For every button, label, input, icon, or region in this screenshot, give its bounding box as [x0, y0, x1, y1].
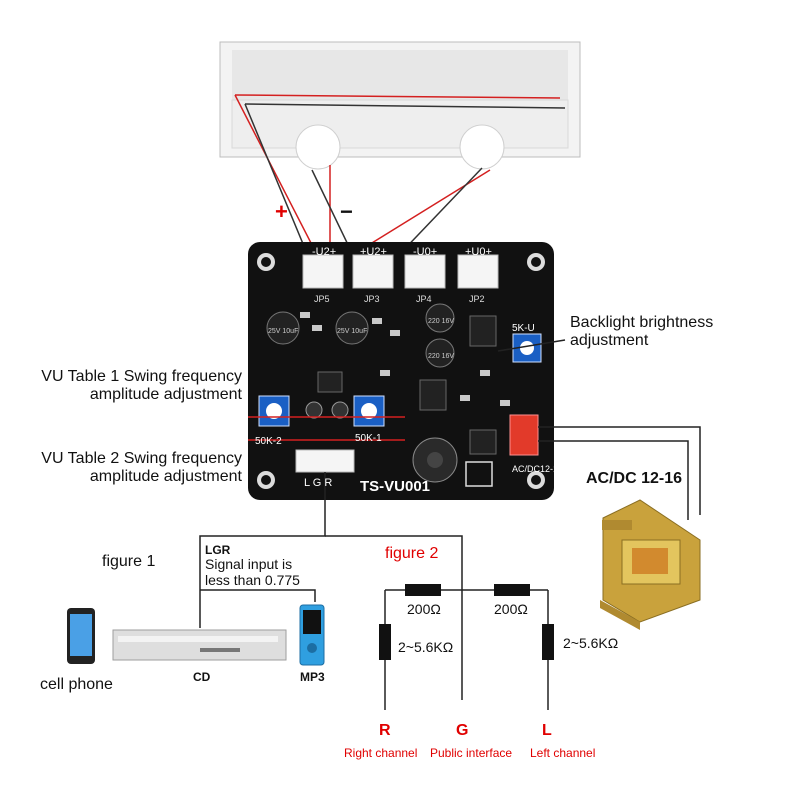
cell-phone-label: cell phone: [40, 676, 113, 693]
power-label: AC/DC 12-16: [586, 470, 683, 487]
cap-label-4: 220 16V: [428, 353, 455, 360]
resistor-series-label-2: 200Ω: [494, 601, 528, 617]
mp3-label: MP3: [300, 670, 325, 684]
cap-label-3: 220 16V: [428, 318, 455, 325]
power-wires: [538, 426, 701, 520]
connector-ref-1: JP5: [314, 294, 330, 304]
minus-sign: −: [340, 199, 353, 224]
input-wire: [199, 472, 463, 700]
vu1-label-line1: VU Table 1 Swing frequency: [41, 368, 242, 385]
pot-label-vu1: 50K-2: [255, 436, 282, 447]
resistor-200-left: [405, 584, 441, 596]
board-power-label: AC/DC12-16: [512, 464, 564, 474]
backlight-label-line2: adjustment: [570, 332, 649, 349]
cap-label-1: 25V 10uF: [268, 328, 299, 335]
figure2-title: figure 2: [385, 545, 439, 562]
meter-knob-right: [459, 124, 505, 170]
resistor-200-right: [494, 584, 530, 596]
signal-label-line1: Signal input is: [205, 556, 293, 572]
meter-knob-left: [295, 124, 341, 170]
transformer: [600, 499, 701, 630]
vu-meter: [219, 41, 581, 170]
power-connector: [509, 414, 539, 456]
resistor-series-label-1: 200Ω: [407, 601, 441, 617]
pot-label-vu2: 50K-1: [355, 433, 382, 444]
cd-label: CD: [193, 670, 211, 684]
connector-ref-4: JP2: [469, 294, 485, 304]
signal-label-line2: less than 0.775: [205, 572, 300, 588]
connector-label-3: -U0+: [413, 246, 438, 258]
pot-vu1: [258, 395, 290, 427]
l-channel-desc: Left channel: [530, 746, 596, 760]
r-channel-letter: R: [379, 722, 391, 739]
pointer-lines: [248, 339, 566, 441]
vu2-label-line2: amplitude adjustment: [89, 468, 242, 485]
resistor-shunt-left: [379, 624, 391, 660]
l-channel-letter: L: [542, 722, 552, 739]
connector-label-2: +U2+: [360, 246, 387, 258]
resistor-shunt-label-1: 2~5.6KΩ: [398, 639, 454, 655]
pcb-board: [248, 242, 554, 500]
backlight-label-line1: Backlight brightness: [570, 314, 714, 331]
input-connector: [295, 449, 355, 473]
board-model: TS-VU001: [360, 478, 431, 495]
input-pin-labels: L G R: [304, 477, 333, 489]
figure1-devices: [67, 604, 325, 666]
connector-label-1: -U2+: [312, 246, 337, 258]
g-channel-desc: Public interface: [430, 746, 513, 760]
r-channel-desc: Right channel: [344, 746, 418, 760]
figure2-resistors: [379, 584, 554, 660]
connector-label-4: +U0+: [465, 246, 492, 258]
plus-sign: +: [275, 199, 288, 224]
cap-label-2: 25V 10uF: [337, 328, 368, 335]
resistor-shunt-right: [542, 624, 554, 660]
connector-ref-2: JP3: [364, 294, 380, 304]
g-channel-letter: G: [456, 722, 469, 739]
resistor-shunt-label-2: 2~5.6KΩ: [563, 635, 619, 651]
lgr-label: LGR: [205, 543, 231, 557]
pot-label-backlight: 5K-U: [512, 323, 535, 334]
vu1-label-line2: amplitude adjustment: [89, 386, 242, 403]
connector-ref-3: JP4: [416, 294, 432, 304]
figure1-title: figure 1: [102, 553, 156, 570]
cd-player-icon: [112, 629, 287, 661]
vu2-label-line1: VU Table 2 Swing frequency: [41, 450, 242, 467]
